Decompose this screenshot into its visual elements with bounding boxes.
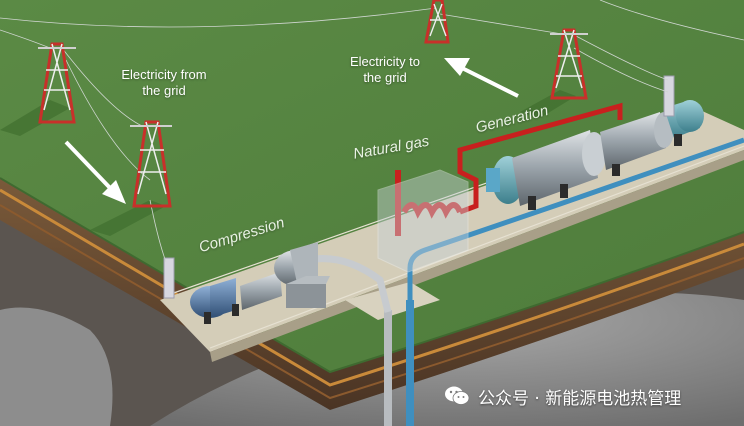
pylon-1 [38, 42, 76, 124]
hot-gas-pipe [457, 102, 623, 215]
watermark: 公众号 · 新能源电池热管理 [444, 384, 682, 409]
watermark-text: 公众号 · 新能源电池热管理 [478, 388, 682, 409]
grey-well-pipe [384, 310, 392, 426]
pylon-2 [130, 120, 172, 208]
generator [676, 100, 704, 132]
pylon-3 [424, 0, 450, 44]
arrow-electricity-out [444, 58, 519, 98]
blue-well-pipe [406, 300, 414, 426]
wechat-icon [445, 386, 470, 405]
heat-exchanger-box [377, 169, 469, 273]
soil-layers [0, 178, 744, 410]
heat-exchanger-coil [401, 202, 463, 219]
substation-left [163, 257, 175, 299]
arrow-electricity-in [64, 140, 126, 204]
wellhead-platform [345, 282, 440, 320]
substation-right [663, 75, 675, 117]
label-electricity-from-grid: Electricity from the grid [121, 67, 207, 98]
label-electricity-to-grid: Electricity to the grid [349, 54, 421, 85]
cold-air-pipe [407, 137, 744, 302]
intercooler [286, 284, 326, 308]
pylon-4 [550, 28, 588, 100]
compression-train [190, 242, 330, 324]
generation-train [486, 100, 704, 210]
